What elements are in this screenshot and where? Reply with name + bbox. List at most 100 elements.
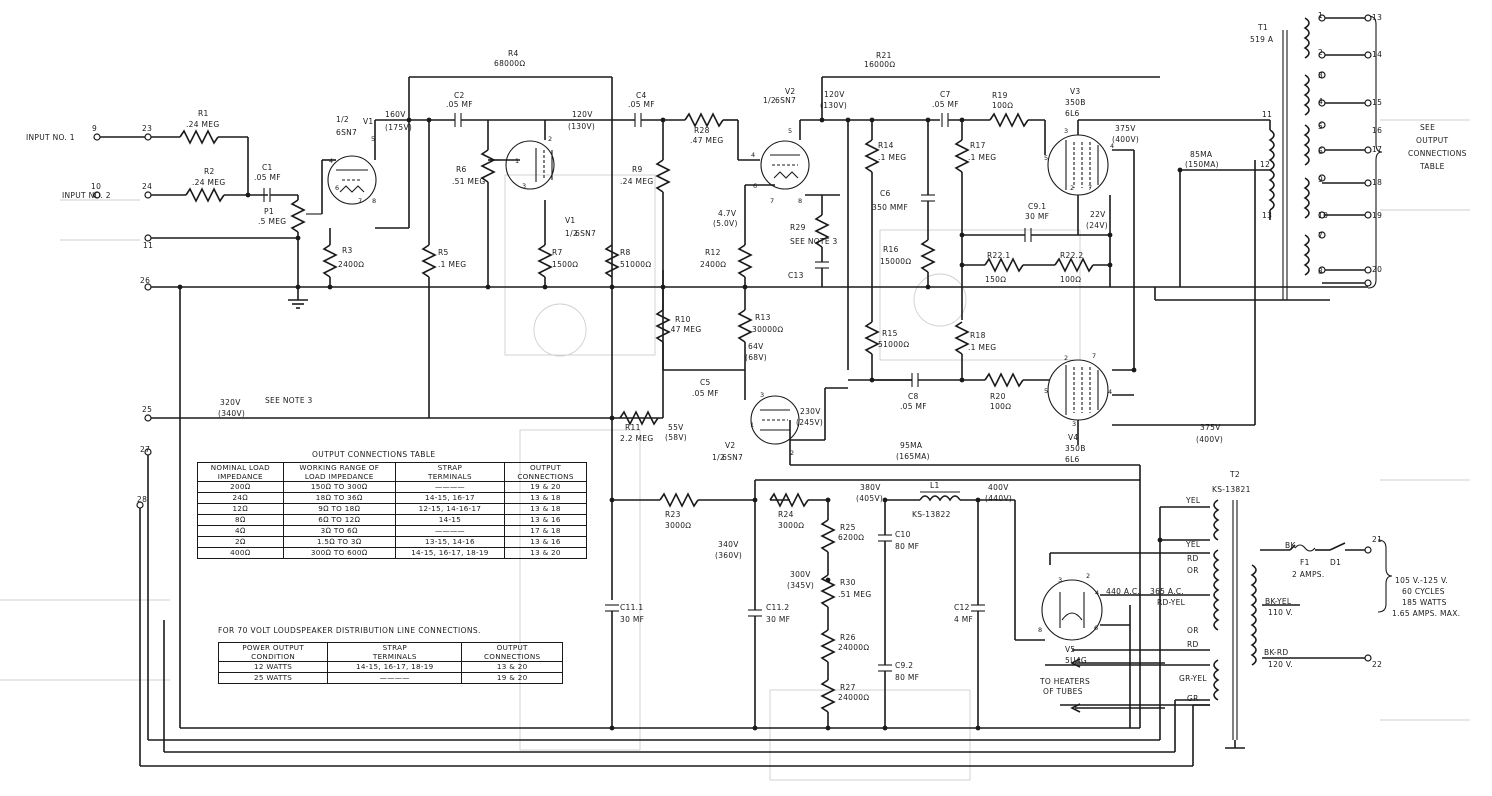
terminal-28: 28 (137, 495, 147, 504)
components-c91-ref-label: C9.1 (1028, 202, 1046, 211)
tube-v5 (1041, 579, 1103, 641)
transformer-labels-t2-leads-2-label: RD (1187, 554, 1199, 563)
terminal-11: 11 (143, 241, 153, 250)
table-row: 8Ω 6Ω TO 12Ω 14-15 13 & 16 (197, 514, 587, 526)
table-cell: 200Ω (197, 481, 284, 493)
voltages-v130a-label: (130V) (568, 122, 595, 131)
components-r1-value-label: .24 MEG (186, 120, 219, 129)
components-c7-ref-label: C7 (940, 90, 951, 99)
components-r3-ref-label: R3 (342, 246, 353, 255)
table-cell: 12Ω (197, 503, 284, 515)
components-r26-value-label: 24000Ω (838, 643, 869, 652)
transformer-labels-t1-terminals-13-label: 13 (1372, 13, 1382, 22)
components-v2a-fraction-label: 1/2 (763, 96, 776, 105)
components-r13-value-label: 30000Ω (752, 325, 783, 334)
components-c8-value-label: .05 MF (900, 402, 927, 411)
transformer-labels: 1 2 3 4 5 6 7 8 9 10 11 12 13 13 14 15 1… (1039, 11, 1467, 703)
components-r13-ref-label: R13 (755, 313, 771, 322)
components-p1-ref-label: P1 (264, 207, 274, 216)
components-c8-ref-label: C8 (908, 392, 919, 401)
components-r9-value-label: .24 MEG (620, 177, 653, 186)
pin-number-label: 3 (1058, 576, 1062, 584)
pin-number-label: 4 (1110, 142, 1114, 150)
terminals (93, 14, 1372, 662)
components-t1-type-label: 519 A (1250, 35, 1274, 44)
terminal-25: 25 (142, 405, 152, 414)
transformer-labels-t1-terminals-18-label: 18 (1372, 178, 1382, 187)
components-r10-value-label: .47 MEG (668, 325, 701, 334)
voltages-v230-label: 230V (800, 407, 821, 416)
transformer-labels-t1-terminals-6-label: 7 (1318, 231, 1323, 240)
components-c10-value-label: 80 MF (895, 542, 919, 551)
components-r2-ref-label: R2 (204, 167, 215, 176)
tube-v2b (750, 395, 800, 445)
pin-number-label: 7 (358, 197, 362, 205)
transformer-labels-t1-terminals-3-label: 4 (1318, 97, 1323, 106)
components-c92-value-label: 80 MF (895, 673, 919, 682)
components-r12-value-label: 2400Ω (700, 260, 726, 269)
components-r30-ref-label: R30 (840, 578, 856, 587)
transformer-labels-see-output-2-label: CONNECTIONS (1408, 149, 1467, 158)
components-r28-value-label: .47 MEG (690, 136, 723, 145)
transformer-labels-see-output-0-label: SEE (1420, 123, 1435, 132)
components-v2b-ref-label: V2 (725, 441, 736, 450)
components-r27-ref-label: R27 (840, 683, 856, 692)
table-cell: 25 WATTS (217, 672, 329, 684)
transformer-labels-see-output-1-label: OUTPUT (1416, 136, 1448, 145)
components-v2a-type-label: 6SN7 (775, 96, 796, 105)
transformer-labels-t2-leads-1-label: YEL (1185, 540, 1201, 549)
components-v4-type1-label: 350B (1065, 444, 1086, 453)
table-cell: 13 & 18 (504, 503, 587, 515)
wiring (97, 15, 1393, 767)
component-labels: R1 .24 MEG R2 .24 MEG C1 .05 MF P1 .5 ME… (186, 23, 1341, 702)
table-cell: 13 & 20 (461, 661, 563, 673)
voltages-v340-label: (340V) (218, 409, 245, 418)
pin-number-label: 3 (522, 182, 526, 190)
transformer-labels-t2-volts-3-label: 120 V. (1268, 660, 1293, 669)
pin-number-label: 4 (1108, 388, 1112, 396)
transformer-labels-t1-terminals-8-label: 9 (1318, 175, 1323, 184)
transformer-labels-t2-volts-0-label: 440 A.C. (1106, 587, 1140, 596)
components-r12-ref-label: R12 (705, 248, 721, 257)
components-r20-value-label: 100Ω (990, 402, 1011, 411)
transformer-labels-t1-terminals-0-label: 1 (1318, 11, 1323, 20)
table-cell: 4Ω (197, 525, 284, 537)
table-cell: 19 & 20 (461, 672, 563, 684)
transformer-labels-t1-terminals-9-label: 10 (1318, 211, 1328, 220)
table-row: 400Ω 300Ω TO 600Ω 14-15, 16-17, 18-19 13… (197, 547, 587, 559)
components-r25-ref-label: R25 (840, 523, 856, 532)
transformer-labels-mains-1-label: 60 CYCLES (1402, 587, 1445, 596)
table-cell: 9Ω TO 18Ω (282, 503, 396, 515)
components-r4-ref-label: R4 (508, 49, 519, 58)
components-r4-value-label: 68000Ω (494, 59, 525, 68)
components-r19-value-label: 100Ω (992, 101, 1013, 110)
pin-number-label: 3 (760, 391, 764, 399)
voltages-v50-label: (5.0V) (713, 219, 738, 228)
table-cell: 8Ω (197, 514, 284, 526)
voltages-v64-label: 64V (748, 342, 764, 351)
components-r23-ref-label: R23 (665, 510, 681, 519)
voltages-v58-label: (58V) (665, 433, 687, 442)
table-cell: 1.5Ω TO 3Ω (282, 536, 396, 548)
transformer-labels-t1-terminals-5-label: 6 (1318, 147, 1323, 156)
voltages-v120a-label: 120V (572, 110, 593, 119)
components-r8-value-label: 51000Ω (620, 260, 651, 269)
input-1-label: INPUT NO. 1 (26, 133, 75, 142)
pin-numbers: 5 4 6 7 8 2 1 3 5 4 6 7 8 3 1 2 3 5 4 2 … (329, 127, 1114, 634)
pin-number-label: 2 (548, 135, 552, 143)
voltages-v400b-label: 400V (988, 483, 1009, 492)
components-r29-value-label: SEE NOTE 3 (790, 237, 838, 246)
components-r26-ref-label: R26 (840, 633, 856, 642)
components-r222-ref-label: R22.2 (1060, 251, 1083, 260)
pin-number-label: 4 (329, 157, 333, 165)
pin-number-label: 5 (371, 135, 375, 143)
voltages-v300-label: 300V (790, 570, 811, 579)
voltages-v345-label: (345V) (787, 581, 814, 590)
components-c4-ref-label: C4 (636, 91, 647, 100)
transformer-labels-t1-terminals-15-label: 15 (1372, 98, 1382, 107)
transformer-labels-t1-terminals-4-label: 5 (1318, 122, 1323, 131)
components-v1a-fraction-label: 1/2 (336, 115, 349, 124)
